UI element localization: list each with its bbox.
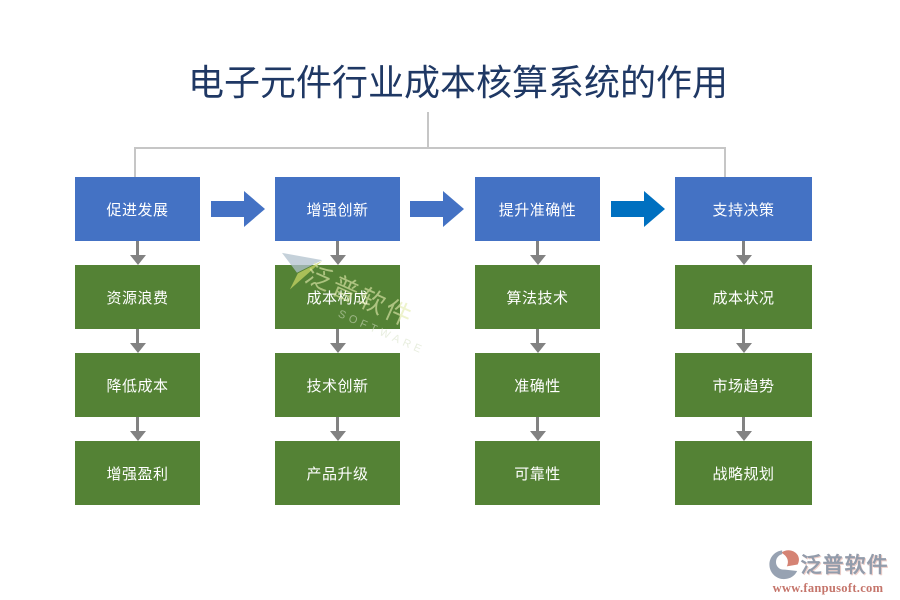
flow-node: 成本构成 — [275, 265, 400, 329]
flow-node: 战略规划 — [675, 441, 812, 505]
right-arrow-icon — [611, 191, 665, 227]
connector-line-horizontal — [134, 147, 726, 149]
connector-line-left-drop — [134, 147, 136, 177]
flow-node: 成本状况 — [675, 265, 812, 329]
connector-line-right-drop — [724, 147, 726, 177]
flow-node: 准确性 — [475, 353, 600, 417]
down-arrow-icon — [529, 329, 546, 353]
down-arrow-icon — [129, 417, 146, 441]
flow-node: 算法技术 — [475, 265, 600, 329]
brand-name: 泛普软件 — [800, 553, 889, 577]
flow-header-node: 增强创新 — [275, 177, 400, 241]
flow-node: 增强盈利 — [75, 441, 200, 505]
down-arrow-icon — [529, 241, 546, 265]
flow-node: 技术创新 — [275, 353, 400, 417]
down-arrow-icon — [329, 417, 346, 441]
right-arrow-icon — [410, 191, 464, 227]
down-arrow-icon — [129, 329, 146, 353]
flow-node: 降低成本 — [75, 353, 200, 417]
flow-header-node: 促进发展 — [75, 177, 200, 241]
brand-url: www.fanpusoft.com — [772, 581, 884, 595]
flow-node: 市场趋势 — [675, 353, 812, 417]
flow-header-node: 提升准确性 — [475, 177, 600, 241]
connector-line-title-drop — [427, 112, 429, 149]
flow-node: 可靠性 — [475, 441, 600, 505]
down-arrow-icon — [735, 417, 752, 441]
down-arrow-icon — [529, 417, 546, 441]
right-arrow-icon — [211, 191, 265, 227]
flow-node: 资源浪费 — [75, 265, 200, 329]
fanpu-logo-icon — [768, 550, 799, 580]
down-arrow-icon — [129, 241, 146, 265]
page-title: 电子元件行业成本核算系统的作用 — [187, 63, 729, 103]
down-arrow-icon — [329, 241, 346, 265]
down-arrow-icon — [329, 329, 346, 353]
flow-node: 产品升级 — [275, 441, 400, 505]
flow-header-node: 支持决策 — [675, 177, 812, 241]
brand-logo: 泛普软件 www.fanpusoft.com — [760, 548, 896, 596]
down-arrow-icon — [735, 329, 752, 353]
down-arrow-icon — [735, 241, 752, 265]
